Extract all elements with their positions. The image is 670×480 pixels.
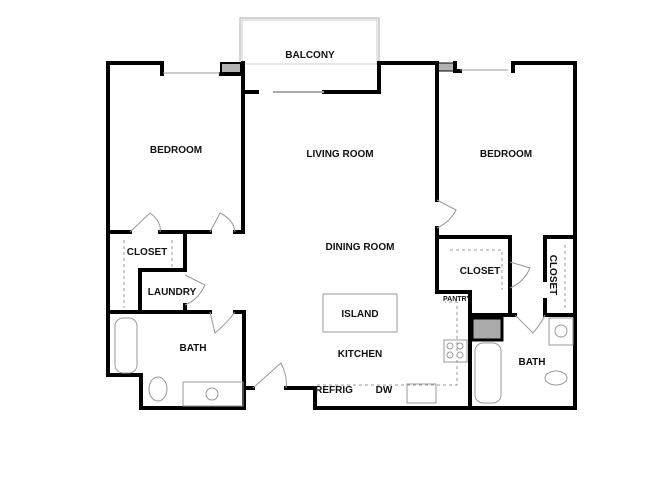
column [437,62,456,72]
label-bath-left: BATH [179,343,206,354]
label-refrig: REFRIG [315,385,353,396]
label-bedroom-left: BEDROOM [150,145,202,156]
column [470,316,504,342]
label-bedroom-right: BEDROOM [480,149,532,160]
label-closet-right-vertical: CLOSET [547,255,558,296]
label-balcony: BALCONY [285,50,335,61]
label-dining-room: DINING ROOM [326,242,395,253]
doors [129,199,546,389]
label-kitchen: KITCHEN [338,349,382,360]
windows [163,69,508,93]
walls [106,61,577,410]
label-dw: DW [376,385,393,396]
label-island: ISLAND [341,309,378,320]
label-bath-right: BATH [518,357,545,368]
label-pantry: PANTRY [443,296,471,303]
fixtures [114,240,574,407]
label-closet-right: CLOSET [460,266,501,277]
label-laundry: LAUNDRY [148,287,197,298]
label-closet-left: CLOSET [127,247,168,258]
label-living-room: LIVING ROOM [306,149,373,160]
balcony [239,17,380,65]
